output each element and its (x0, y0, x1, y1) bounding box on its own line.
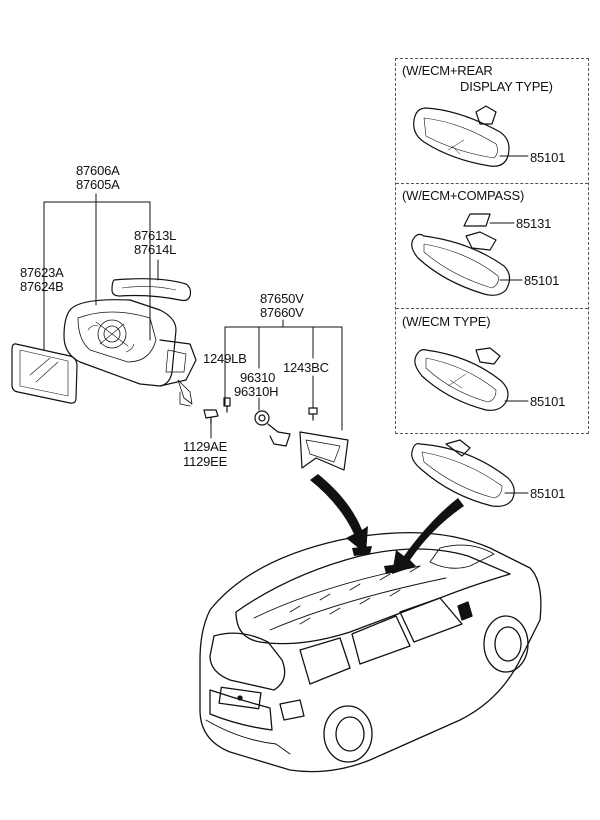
ecm-header: (W/ECM TYPE) (402, 314, 491, 329)
outside-mirror-part-number: 87606A (76, 163, 120, 178)
bolt-part-number: 1129EE (183, 454, 228, 469)
lamp-part-number: 96310H (234, 384, 279, 399)
screw-part-number: 1249LB (203, 351, 247, 366)
mirror-glass-part-number: 87624B (20, 279, 64, 294)
lamp-part-number: 96310 (240, 370, 276, 385)
small-parts-drawing (203, 397, 349, 471)
bolt-part-number: 1129AE (183, 439, 228, 454)
mirror-cover-part-number: 87614L (134, 242, 177, 257)
compass-module-icon (462, 210, 492, 228)
mirror-cover-drawing (111, 278, 192, 302)
mirror-glass-drawing (11, 343, 78, 404)
option-divider (396, 183, 588, 184)
screw-part-number: 1243BC (283, 360, 329, 375)
option-box (395, 58, 589, 434)
inside-mirror-part-number: 85101 (530, 486, 566, 501)
triangle-cover-part-number: 87650V (260, 291, 304, 306)
inside-mirrors-drawing (411, 105, 515, 507)
leader-lines (43, 155, 529, 494)
vehicle-drawing (199, 532, 542, 773)
rear-display-part-number: 85101 (530, 150, 566, 165)
mirror-cover-part-number: 87613L (134, 228, 177, 243)
ecm-part-number: 85101 (530, 394, 566, 409)
mirror-glass-part-number: 87623A (20, 265, 64, 280)
outside-mirror-part-number: 87605A (76, 177, 120, 192)
option-divider (396, 308, 588, 309)
compass-header: (W/ECM+COMPASS) (402, 188, 525, 203)
compass-mirror-part-number: 85101 (524, 273, 560, 288)
rear-display-header: (W/ECM+REAR (402, 63, 493, 78)
triangle-cover-part-number: 87660V (260, 305, 304, 320)
mirror-housing-drawing (63, 299, 197, 407)
rear-display-header-2: DISPLAY TYPE) (460, 79, 553, 94)
pointer-arrows (310, 474, 464, 574)
compass-part-number: 85131 (516, 216, 552, 231)
